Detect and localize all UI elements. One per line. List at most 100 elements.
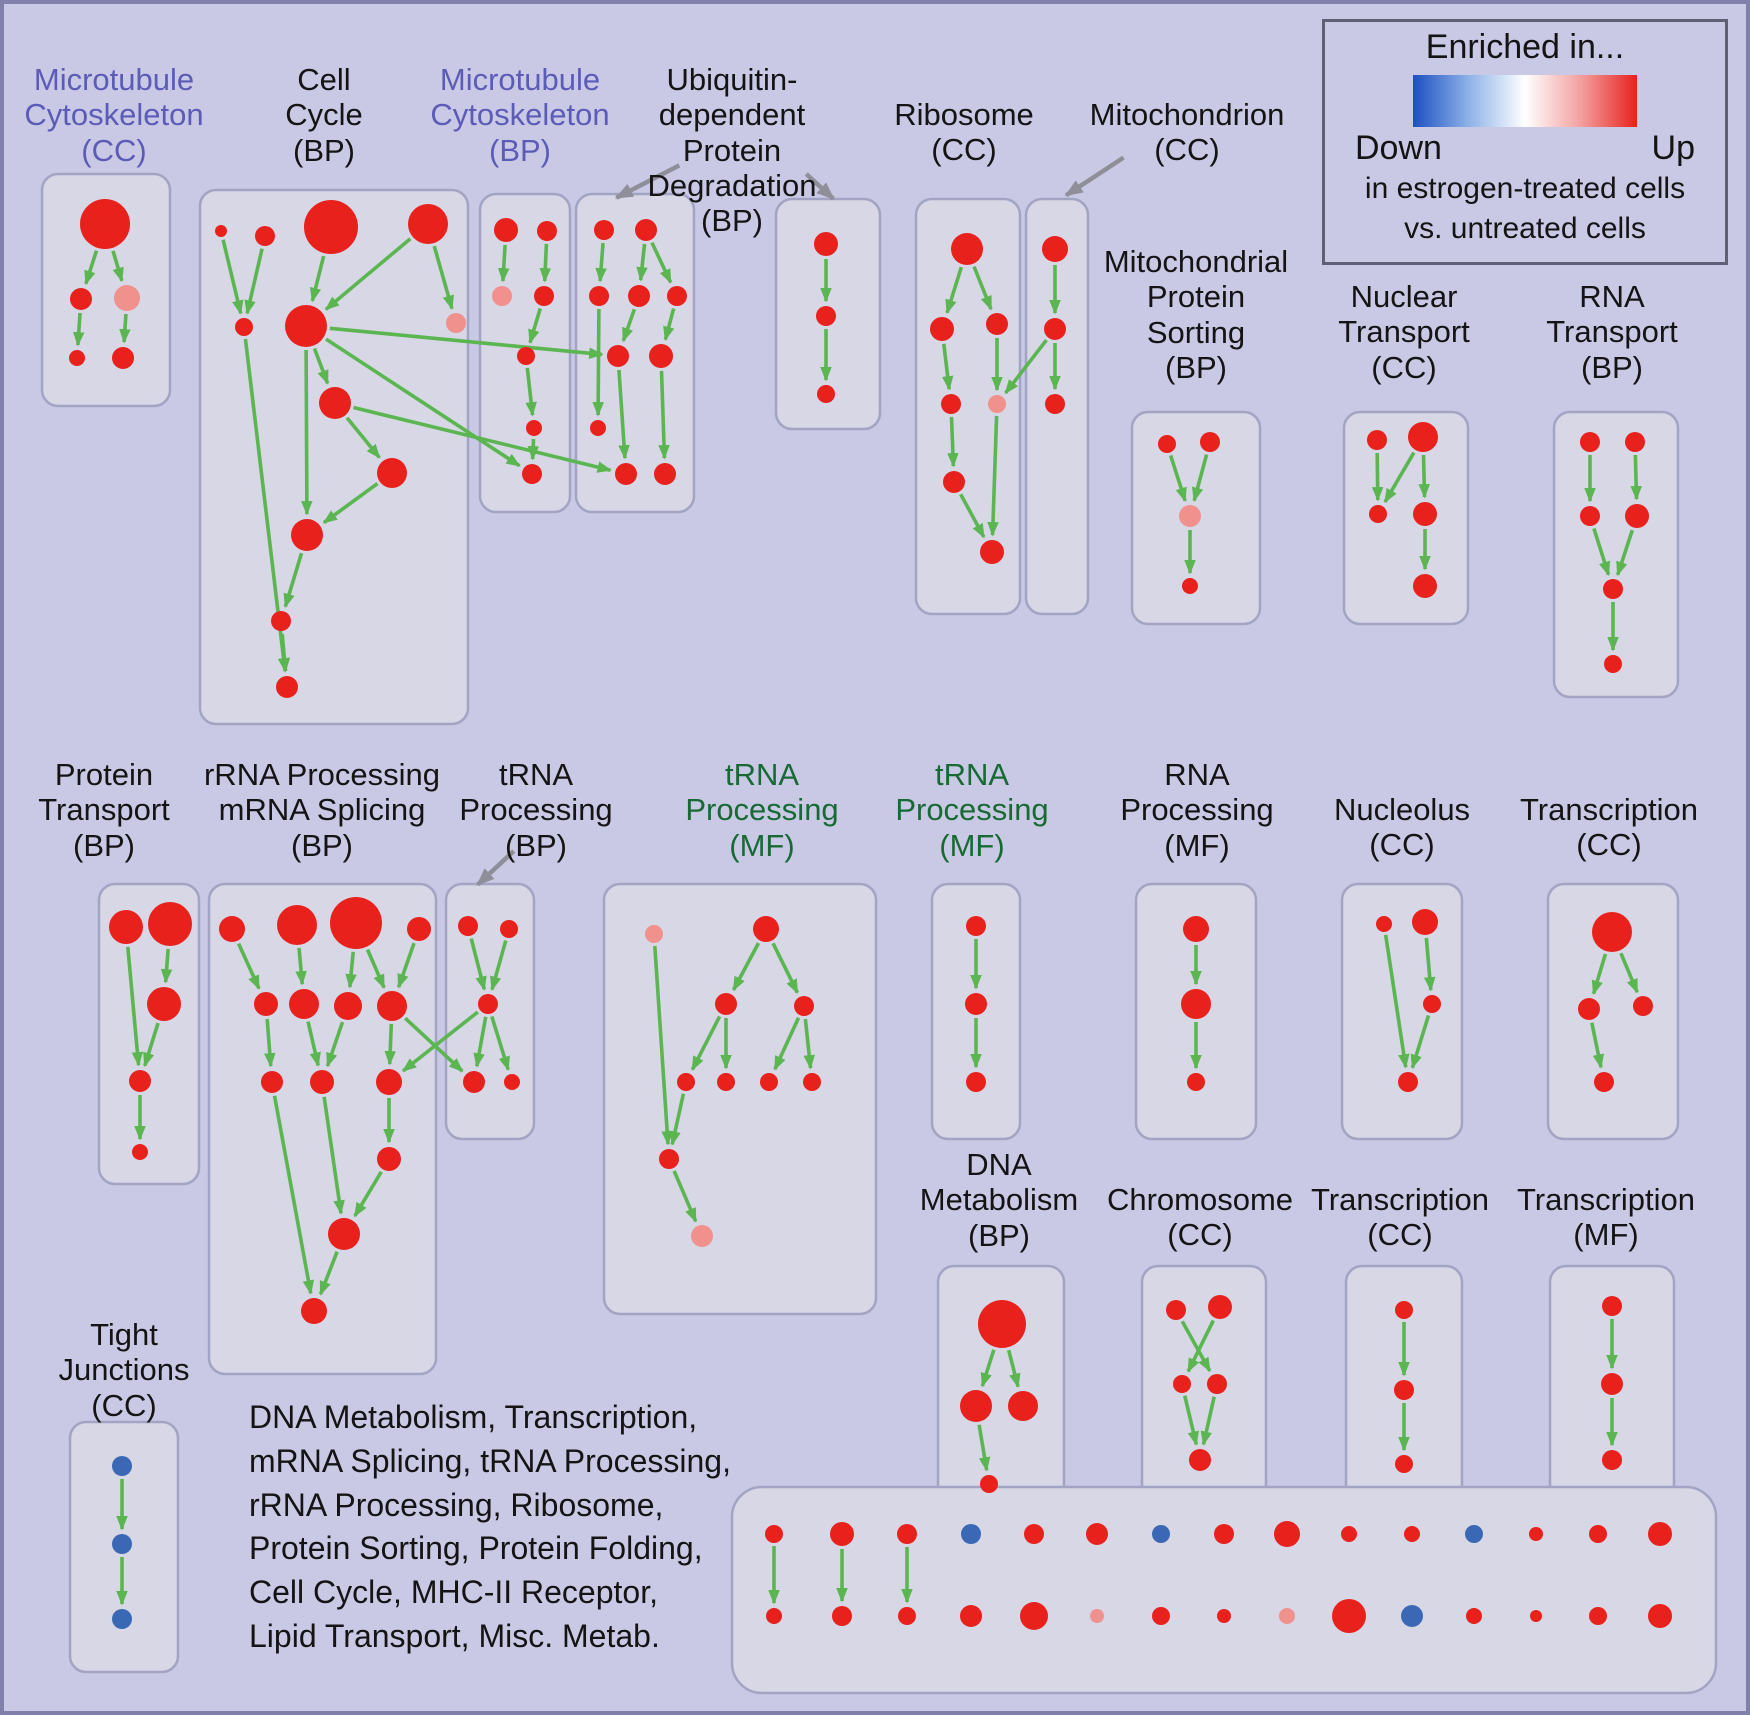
cluster-box-rna-transport-bp (1552, 410, 1680, 699)
go-term-node-red (1045, 394, 1065, 414)
go-term-node-red (765, 1525, 783, 1543)
go-term-node-red (930, 317, 954, 341)
go-term-node-blue (112, 1456, 132, 1476)
go-term-node-red (766, 1608, 782, 1624)
go-term-node-red (1625, 504, 1649, 528)
cluster-label-cell-cycle-bp: Cell Cycle (BP) (285, 62, 363, 168)
go-term-node-red (1580, 506, 1600, 526)
go-term-node-red (494, 218, 518, 242)
go-term-node-red (717, 1073, 735, 1091)
go-term-node-red (277, 905, 317, 945)
go-term-node-red (816, 306, 836, 326)
go-term-node-red (310, 1070, 334, 1094)
go-term-node-red (334, 992, 362, 1020)
cluster-label-microtubule-cytoskeleton-bp: Microtubule Cytoskeleton (BP) (430, 62, 610, 168)
go-term-node-red (289, 989, 319, 1019)
cluster-label-trna-processing-bp: tRNA Processing (BP) (459, 757, 613, 863)
go-term-node-red (1395, 1301, 1413, 1319)
go-term-node-red (407, 917, 431, 941)
edge-ribosome-cc (941, 343, 954, 391)
edge-mitochondrial-protein-sorting-bp (1191, 454, 1209, 502)
go-term-node-red (463, 1071, 485, 1093)
edge-trna-processing-mf-large (672, 1170, 698, 1223)
edge-nuclear-transport-cc (1371, 452, 1384, 502)
go-term-node-red (986, 313, 1008, 335)
go-term-node-red (271, 611, 291, 631)
edge-trna-processing-mf-large (731, 942, 761, 992)
go-term-node-red (377, 458, 407, 488)
go-term-node-red (1423, 995, 1441, 1013)
go-term-node-red (1602, 1296, 1622, 1316)
edge-trna-processing-mf-large (690, 1015, 722, 1071)
cross-cluster-edge (325, 337, 521, 468)
cluster-box-nucleolus-cc (1340, 882, 1464, 1141)
legend-down-label: Down (1355, 129, 1442, 167)
go-term-node-red (219, 916, 245, 942)
edge-protein-transport-bp (126, 946, 144, 1067)
go-term-node-red (635, 219, 657, 241)
edge-rrna-processing-mrna-splicing-bp (325, 1021, 345, 1068)
go-term-node-red (943, 471, 965, 493)
cluster-label-dna-metabolism-bp: DNA Metabolism (BP) (919, 1147, 1079, 1253)
legend-subtitle-line1: in estrogen-treated cells (1364, 172, 1686, 205)
go-term-node-red (109, 910, 143, 944)
go-term-node-red (960, 1390, 992, 1422)
cluster-label-transcription-mf: Transcription (MF) (1516, 1182, 1696, 1253)
go-term-node-pink (691, 1225, 713, 1247)
go-term-node-red (1404, 1526, 1420, 1542)
go-term-node-red (276, 676, 298, 698)
go-term-node-pink (1179, 505, 1201, 527)
edge-chromosome-cc (1183, 1395, 1199, 1446)
edge-protein-transport-bp (143, 1022, 160, 1068)
edge-cell-cycle-bp (301, 349, 313, 516)
go-term-node-red (615, 463, 637, 485)
go-term-node-red (667, 286, 687, 306)
go-term-node-red (1413, 502, 1437, 526)
go-term-node-red (215, 225, 227, 237)
edge-rrna-processing-mrna-splicing-bp (365, 948, 386, 989)
go-term-node-red (1369, 505, 1387, 523)
go-term-node-red (951, 233, 983, 265)
edge-rna-transport-bp (1615, 529, 1635, 577)
edge-cell-cycle-bp (312, 347, 330, 385)
go-term-node-red (330, 897, 382, 949)
go-term-node-blue (1401, 1605, 1423, 1627)
cluster-label-rna-transport-bp: RNA Transport (BP) (1546, 279, 1678, 385)
edge-microtubule-cytoskeleton-bp (539, 243, 552, 283)
legend: Enriched in... Down Up in estrogen-treat… (1322, 19, 1728, 265)
edge-chromosome-cc (1180, 1320, 1212, 1373)
edge-ubiquitin-degradation-bp (621, 308, 637, 343)
cluster-label-nucleolus-cc: Nucleolus (CC) (1333, 792, 1471, 863)
edge-rrna-processing-mrna-splicing-bp (272, 1095, 315, 1295)
edge-microtubule-cytoskeleton-bp (525, 367, 537, 417)
go-term-node-red (649, 344, 673, 368)
go-term-node-red (1008, 1391, 1038, 1421)
go-term-node-red (1214, 1524, 1234, 1544)
go-term-node-pink (645, 925, 663, 943)
edge-rrna-processing-mrna-splicing-bp (295, 947, 307, 986)
edge-dna-metabolism-bp (1006, 1349, 1021, 1389)
go-term-node-red (1208, 1295, 1232, 1319)
go-term-node-pink (114, 285, 140, 311)
go-term-node-blue (1465, 1525, 1483, 1543)
go-term-node-red (377, 1147, 401, 1171)
go-term-node-red (500, 920, 518, 938)
edge-cell-cycle-bp (221, 239, 244, 315)
go-term-node-red (1341, 1526, 1357, 1542)
edge-trna-processing-mf-large (771, 942, 799, 994)
edge-dna-metabolism-bp (977, 1424, 991, 1472)
go-term-node-red (235, 318, 253, 336)
edge-rrna-processing-mrna-splicing-bp (322, 1096, 345, 1215)
go-term-node-red (1189, 1449, 1211, 1471)
edge-microtubule-cytoskeleton-cc (119, 313, 131, 344)
go-term-node-red (1183, 916, 1209, 942)
go-term-node-red (1166, 1300, 1186, 1320)
edge-ubiquitin-degradation-bp (663, 308, 676, 341)
go-term-node-red (254, 992, 278, 1016)
go-term-node-pink (446, 313, 466, 333)
edge-rna-transport-bp (1630, 454, 1642, 501)
edge-rrna-processing-mrna-splicing-bp (396, 942, 416, 989)
edge-microtubule-cytoskeleton-cc (84, 250, 99, 286)
edge-ribosome-cc (972, 265, 993, 311)
cluster-box-cell-cycle-bp (198, 188, 470, 726)
